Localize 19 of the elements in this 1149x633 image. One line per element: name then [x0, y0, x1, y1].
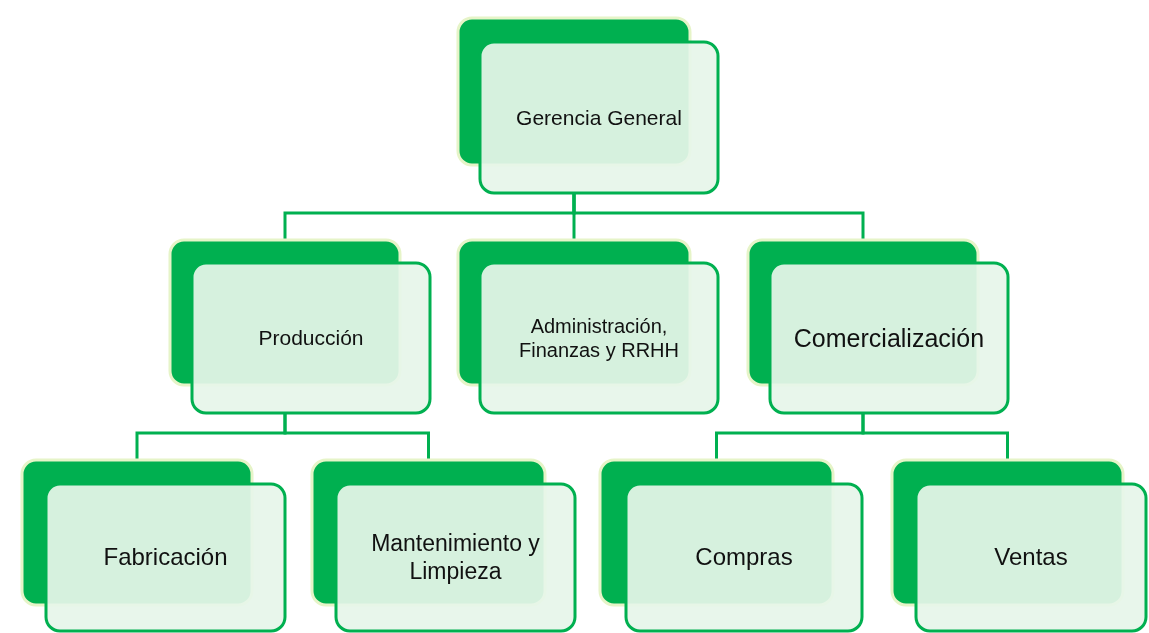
- box-label: Gerencia General: [515, 104, 683, 131]
- box-label: Mantenimiento y Limpieza: [370, 528, 541, 586]
- org-chart-box: [22, 460, 285, 631]
- org-chart-box: [312, 460, 575, 631]
- org-chart-box: [600, 460, 862, 631]
- box-label: Fabricación: [102, 542, 229, 573]
- box-label: Comercialización: [792, 323, 986, 354]
- connector-line: [283, 413, 430, 460]
- org-chart-box: [458, 18, 718, 193]
- org-chart-box: [892, 460, 1146, 631]
- connector-line: [861, 413, 1009, 460]
- org-chart-box: [748, 240, 1008, 413]
- box-label: Compras: [694, 542, 794, 573]
- org-chart-box: [170, 240, 430, 413]
- box-label: Ventas: [993, 542, 1069, 573]
- connector-line: [572, 193, 865, 240]
- box-label: Administración, Finanzas y RRHH: [517, 314, 680, 363]
- box-label: Producción: [257, 325, 365, 352]
- org-chart-box: [458, 240, 718, 413]
